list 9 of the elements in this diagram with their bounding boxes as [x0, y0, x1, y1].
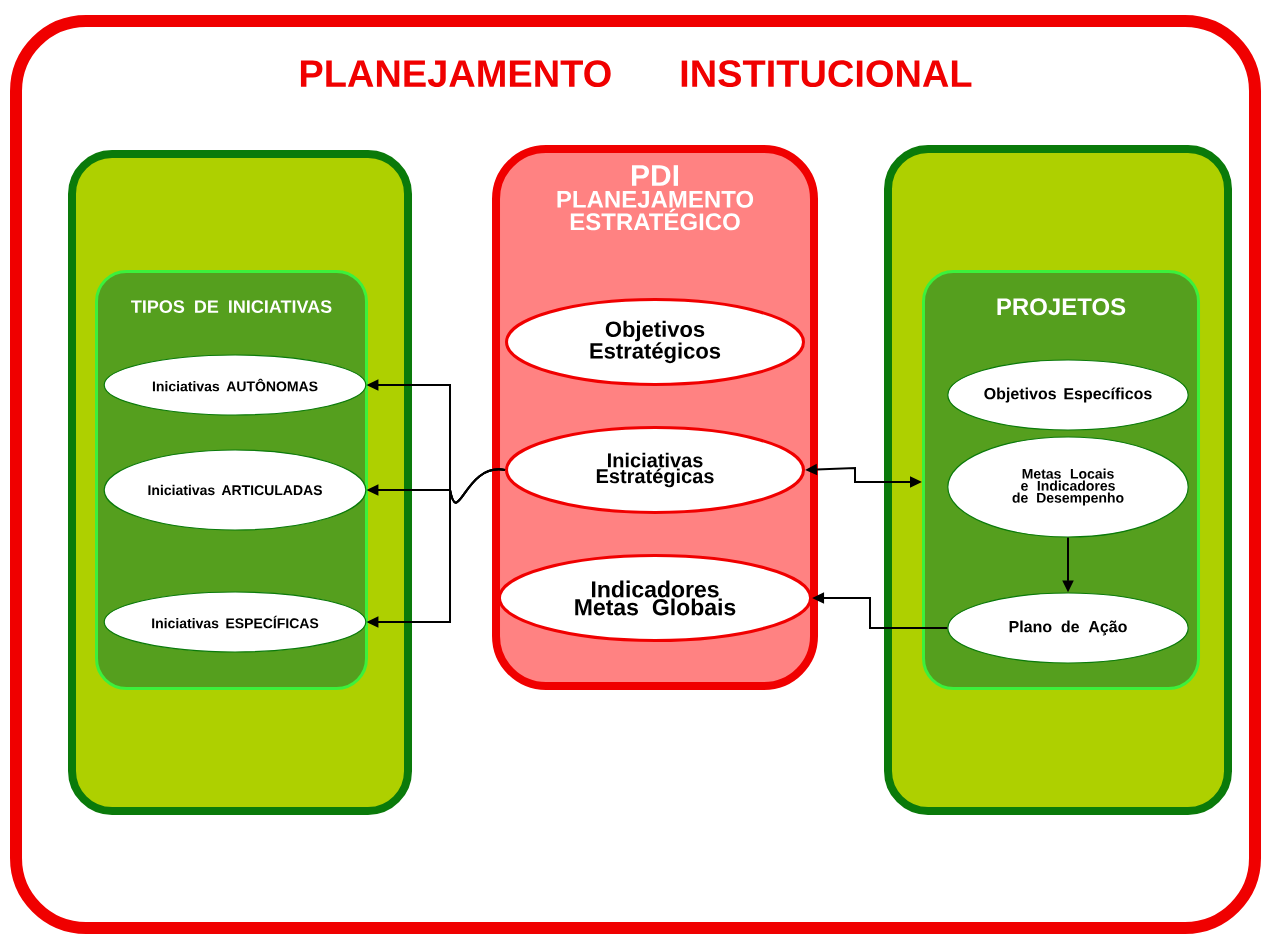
ellipse-node: Objetivos Estratégicos	[505, 298, 805, 386]
ellipse-node: Iniciativas AUTÔNOMAS	[103, 354, 367, 416]
ellipse-node: Objetivos Específicos	[947, 359, 1189, 431]
ellipse-node: Iniciativas ARTICULADAS	[103, 449, 367, 531]
ellipse-node: Plano de Ação	[947, 592, 1189, 664]
ellipse-node: Indicadores Metas Globais	[497, 554, 813, 642]
ellipse-node: Iniciativas Estratégicas	[505, 426, 805, 514]
ellipse-node: Metas Locais e Indicadores de Desempenho	[947, 436, 1189, 538]
ellipse-node: Iniciativas ESPECÍFICAS	[103, 591, 367, 653]
